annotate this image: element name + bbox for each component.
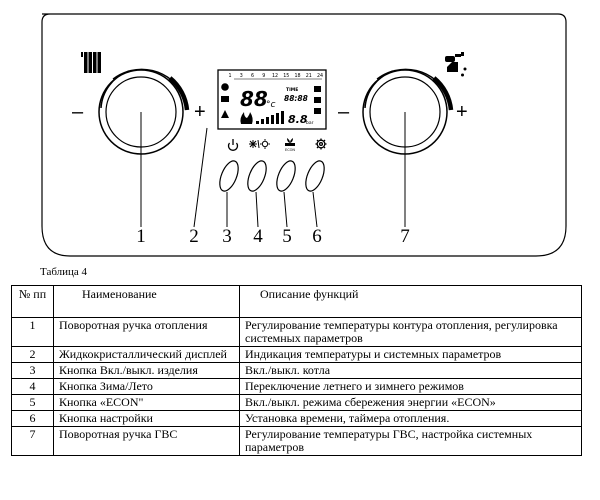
dhw-minus: –	[338, 101, 350, 123]
lcd-small-unit: bar	[306, 120, 314, 126]
callout-6: 6	[312, 226, 322, 247]
power-button[interactable]	[216, 158, 242, 193]
row-num: 5	[11, 394, 54, 411]
callout-7: 7	[400, 226, 410, 247]
row-desc: Вкл./выкл. режима сбережения энергии «EC…	[239, 394, 582, 411]
power-icon	[227, 139, 239, 151]
row-desc: Установка времени, таймера отопления.	[239, 410, 582, 427]
hour-scale-label: 9	[262, 73, 265, 79]
row-name: Кнопка настройки	[53, 410, 240, 427]
gear-icon	[315, 138, 327, 150]
row-name: Кнопка Зима/Лето	[53, 378, 240, 395]
settings-button[interactable]	[302, 158, 328, 193]
radiator-icon	[81, 52, 101, 73]
leader-lines	[140, 112, 406, 228]
lcd-flame-indicator-icon	[314, 97, 321, 103]
row-num: 6	[11, 410, 54, 427]
lcd-person-indicator-icon	[221, 110, 229, 118]
heating-minus: –	[72, 101, 84, 123]
heating-scale-arc-bold	[168, 76, 190, 111]
row-name: Поворотная ручка отопления	[53, 317, 240, 347]
row-num: 7	[11, 426, 54, 456]
heating-plus: +	[194, 101, 206, 123]
row-num: 3	[11, 362, 54, 379]
row-name: Кнопка Вкл./выкл. изделия	[53, 362, 240, 379]
callout-2: 2	[189, 226, 199, 247]
header-num: № пп	[11, 285, 54, 318]
lcd-unit: °c	[266, 100, 276, 110]
callout-3: 3	[222, 226, 232, 247]
lcd-flame-icon	[240, 112, 253, 124]
lcd-display: 1 3 6 9 12 15 18 21 24 88 °c TIME 88:88	[217, 69, 327, 130]
row-desc: Регулирование температуры ГВС, настройка…	[239, 426, 582, 456]
winter-summer-button[interactable]	[244, 158, 270, 193]
hour-scale: 1 3 6 9 12 15 18 21 24	[228, 73, 323, 79]
lcd-right-icons	[314, 86, 321, 114]
lcd-tap-indicator-icon	[314, 86, 321, 92]
dhw-scale-arc-bold	[432, 76, 454, 111]
header-name: Наименование	[53, 285, 240, 318]
econ-button[interactable]	[273, 158, 299, 193]
dhw-plus: +	[456, 101, 468, 123]
lcd-radiator-indicator-icon	[221, 83, 229, 91]
row-num: 1	[11, 317, 54, 347]
row-num: 2	[11, 346, 54, 363]
callout-1: 1	[136, 226, 146, 247]
lcd-status-icons	[221, 83, 229, 118]
hour-scale-label: 1	[228, 73, 231, 79]
econ-icon: ECON	[285, 138, 295, 152]
row-desc: Переключение летнего и зимнего режимов	[239, 378, 582, 395]
lcd-time-label: TIME	[286, 87, 298, 93]
panel-outline	[41, 13, 567, 257]
snowflake-sun-icon	[249, 139, 270, 149]
hour-scale-label: 24	[317, 73, 323, 79]
row-name: Жидкокристаллический дисплей	[53, 346, 240, 363]
table-caption: Таблица 4	[40, 266, 88, 278]
row-desc: Индикация температуры и системных параме…	[239, 346, 582, 363]
lcd-main-value: 88	[240, 87, 268, 111]
hour-scale-label: 6	[251, 73, 254, 79]
lcd-small-value: 8.8	[288, 113, 308, 126]
hour-scale-label: 15	[283, 73, 289, 79]
tap-icon	[445, 52, 467, 77]
table-header-row: № пп Наименование Описание функций	[11, 285, 582, 318]
row-num: 4	[11, 378, 54, 395]
hour-scale-label: 21	[306, 73, 312, 79]
header-desc: Описание функций	[239, 285, 582, 318]
hour-scale-label: 3	[240, 73, 243, 79]
lcd-fan-indicator-icon	[314, 108, 321, 114]
row-desc: Регулирование температуры контура отопле…	[239, 317, 582, 347]
row-desc: Вкл./выкл. котла	[239, 362, 582, 379]
lcd-level-bars	[256, 111, 284, 124]
lcd-clock: 88:88	[284, 94, 308, 103]
econ-label: ECON	[285, 148, 295, 152]
row-name: Кнопка «ECON"	[53, 394, 240, 411]
hour-scale-label: 12	[272, 73, 278, 79]
callout-5: 5	[282, 226, 292, 247]
lcd-heating-indicator-icon	[221, 96, 229, 102]
callout-4: 4	[253, 226, 263, 247]
row-name: Поворотная ручка ГВС	[53, 426, 240, 456]
hour-scale-label: 18	[294, 73, 300, 79]
